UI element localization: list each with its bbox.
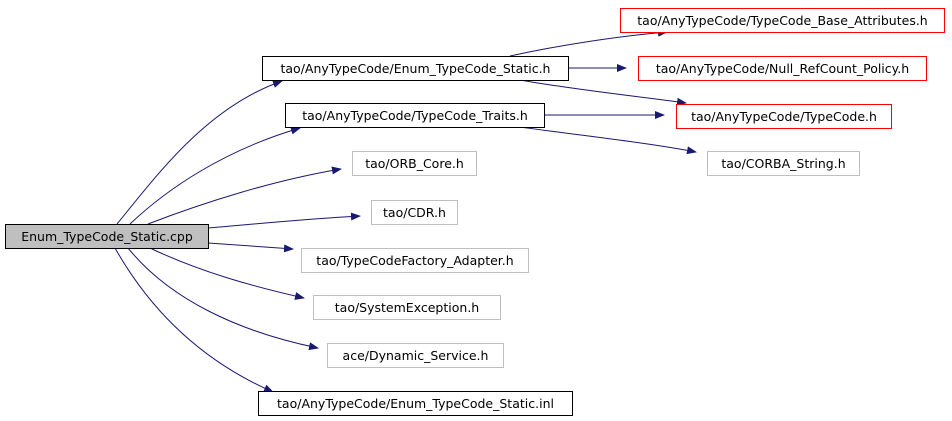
edge-root-to-dyn_service_h xyxy=(127,247,319,351)
node-factory_adapter_h: tao/TypeCodeFactory_Adapter.h xyxy=(301,248,529,273)
node-sysexc_h: tao/SystemException.h xyxy=(313,295,501,320)
edge-root-to-orb_core_h xyxy=(147,166,342,225)
node-typecode_h[interactable]: tao/AnyTypeCode/TypeCode.h xyxy=(676,104,892,129)
nodes-layer: Enum_TypeCode_Static.cpp tao/AnyTypeCode/… xyxy=(5,8,945,416)
node-label: tao/ORB_Core.h xyxy=(365,156,464,171)
node-label: tao/AnyTypeCode/Null_RefCount_Policy.h xyxy=(656,61,909,76)
node-label: tao/CORBA_String.h xyxy=(721,156,845,171)
node-enum_static_inl[interactable]: tao/AnyTypeCode/Enum_TypeCode_Static.inl xyxy=(258,391,573,416)
node-label: tao/AnyTypeCode/TypeCode_Traits.h xyxy=(302,108,528,123)
node-box xyxy=(371,200,458,225)
node-label: tao/CDR.h xyxy=(383,205,446,220)
node-traits_h[interactable]: tao/AnyTypeCode/TypeCode_Traits.h xyxy=(285,103,545,128)
node-label: tao/AnyTypeCode/Enum_TypeCode_Static.inl xyxy=(277,396,554,411)
node-box xyxy=(676,104,892,129)
node-corba_string_h: tao/CORBA_String.h xyxy=(707,151,860,176)
node-box xyxy=(352,151,477,176)
node-label: Enum_TypeCode_Static.cpp xyxy=(21,229,193,244)
edge-root-to-enum_static_inl xyxy=(114,247,274,393)
node-label: ace/Dynamic_Service.h xyxy=(343,348,489,363)
edge-root-to-traits_h xyxy=(129,126,301,225)
node-label: tao/SystemException.h xyxy=(335,300,479,315)
edge-traits_h-to-corba_string_h xyxy=(519,126,697,155)
node-orb_core_h: tao/ORB_Core.h xyxy=(352,151,477,176)
node-box xyxy=(620,8,945,33)
node-dyn_service_h: ace/Dynamic_Service.h xyxy=(327,343,504,368)
node-base_attr_h[interactable]: tao/AnyTypeCode/TypeCode_Base_Attributes… xyxy=(620,8,945,33)
node-box xyxy=(707,151,860,176)
edge-root-to-enum_static_h xyxy=(116,80,283,225)
node-box xyxy=(258,391,573,416)
edges-layer xyxy=(114,28,697,393)
node-box xyxy=(301,248,529,273)
node-box xyxy=(313,295,501,320)
node-box xyxy=(5,224,209,249)
edge-root-to-cdr_h xyxy=(207,212,361,229)
node-label: tao/AnyTypeCode/TypeCode_Base_Attributes… xyxy=(637,13,927,28)
edge-root-to-factory_adapter_h xyxy=(207,242,294,253)
edge-enum_static_h-to-base_attr_h xyxy=(509,28,668,57)
node-label: tao/AnyTypeCode/Enum_TypeCode_Static.h xyxy=(281,61,551,76)
node-root[interactable]: Enum_TypeCode_Static.cpp xyxy=(5,224,209,249)
node-null_ref_h[interactable]: tao/AnyTypeCode/Null_RefCount_Policy.h xyxy=(638,56,927,81)
node-box xyxy=(327,343,504,368)
node-label: tao/TypeCodeFactory_Adapter.h xyxy=(316,253,513,268)
edge-enum_static_h-to-typecode_h xyxy=(519,79,687,106)
node-cdr_h: tao/CDR.h xyxy=(371,200,458,225)
node-label: tao/AnyTypeCode/TypeCode.h xyxy=(691,109,877,124)
node-box xyxy=(638,56,927,81)
node-box xyxy=(262,56,569,81)
edge-root-to-sysexc_h xyxy=(149,247,305,300)
node-enum_static_h[interactable]: tao/AnyTypeCode/Enum_TypeCode_Static.h xyxy=(262,56,569,81)
node-box xyxy=(285,103,545,128)
